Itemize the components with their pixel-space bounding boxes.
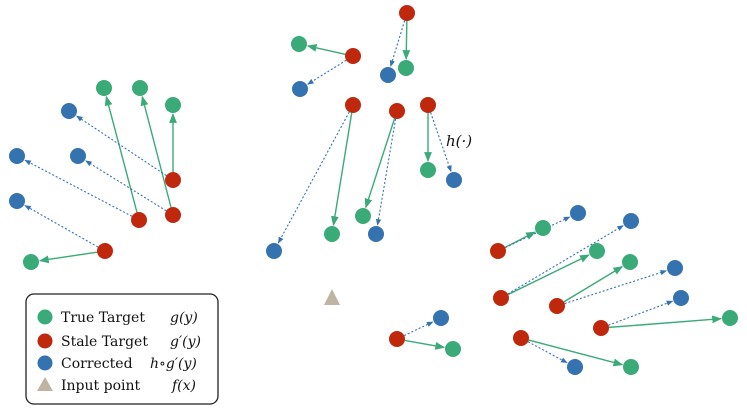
true-target-node bbox=[291, 36, 307, 52]
corrected-node bbox=[70, 148, 86, 164]
true-target-arrow bbox=[507, 254, 590, 296]
legend-corrected-marker bbox=[37, 355, 53, 371]
true-target-arrow bbox=[563, 266, 624, 303]
correction-arrow bbox=[527, 341, 568, 364]
true-target-arrow bbox=[402, 20, 411, 60]
stale-target-node bbox=[165, 172, 181, 188]
corrected-node bbox=[292, 81, 308, 97]
true-target-arrow bbox=[364, 118, 396, 209]
correction-arrow bbox=[507, 225, 624, 295]
nodes-layer bbox=[9, 5, 738, 375]
true-target-node bbox=[96, 80, 112, 96]
corrected-node bbox=[9, 148, 25, 164]
corrected-node bbox=[433, 310, 449, 326]
true-target-node bbox=[622, 254, 638, 270]
true-target-arrow bbox=[528, 339, 624, 367]
true-target-arrow bbox=[38, 251, 98, 264]
legend-true-target-label: True Target bbox=[61, 310, 145, 326]
true-target-arrow bbox=[104, 95, 138, 213]
correction-arrow bbox=[75, 115, 167, 177]
true-target-arrow bbox=[608, 315, 723, 329]
correction-arrow bbox=[564, 270, 668, 305]
corrected-node bbox=[61, 103, 77, 119]
true-target-arrow bbox=[330, 112, 353, 227]
legend-true-target-formula: g(y) bbox=[170, 310, 198, 326]
stale-target-node bbox=[513, 330, 529, 346]
true-target-node bbox=[445, 341, 461, 357]
stale-target-node bbox=[490, 243, 506, 259]
true-target-arrow bbox=[140, 95, 172, 208]
legend-stale-target-formula: g′(y) bbox=[170, 334, 201, 350]
legend-stale-target-label: Stale Target bbox=[61, 334, 148, 350]
true-target-arrow bbox=[404, 339, 446, 350]
input-point-marker bbox=[324, 289, 340, 305]
true-target-node bbox=[623, 359, 639, 375]
stale-target-node bbox=[593, 320, 609, 336]
correction-arrow bbox=[403, 321, 434, 337]
correction-arrow bbox=[307, 59, 347, 85]
true-target-node bbox=[23, 254, 39, 270]
corrected-node bbox=[266, 243, 282, 259]
edges-layer bbox=[24, 20, 723, 367]
true-target-node bbox=[165, 97, 181, 113]
true-target-node bbox=[324, 226, 340, 242]
correction-arrow bbox=[277, 111, 350, 244]
true-target-node bbox=[535, 220, 551, 236]
true-target-node bbox=[398, 60, 414, 76]
corrected-node bbox=[673, 290, 689, 306]
corrected-node bbox=[567, 359, 583, 375]
corrected-node bbox=[368, 226, 384, 242]
stale-target-node bbox=[165, 207, 181, 223]
legend-corrected-label: Corrected bbox=[61, 356, 133, 372]
h-function-label: h(·) bbox=[446, 132, 472, 150]
corrected-node bbox=[570, 205, 586, 221]
correction-arrow bbox=[608, 300, 674, 326]
true-target-node bbox=[589, 243, 605, 259]
legend-input-point-label: Input point bbox=[61, 378, 140, 394]
legend-true-target-marker bbox=[37, 309, 53, 325]
stale-target-node bbox=[389, 331, 405, 347]
correction-arrow bbox=[375, 118, 397, 226]
stale-target-node bbox=[345, 97, 361, 113]
corrected-node bbox=[667, 260, 683, 276]
true-target-node bbox=[355, 208, 371, 224]
correction-arrow bbox=[24, 204, 99, 248]
stale-target-node bbox=[549, 298, 565, 314]
stale-target-node bbox=[389, 103, 405, 119]
stale-target-node bbox=[131, 212, 147, 228]
true-target-node bbox=[132, 80, 148, 96]
stale-target-node bbox=[97, 243, 113, 259]
legend: True Target g(y) Stale Target g′(y) Corr… bbox=[25, 293, 219, 405]
true-target-arrow bbox=[306, 44, 346, 55]
legend-stale-target-marker bbox=[37, 333, 53, 349]
corrected-node bbox=[9, 193, 25, 209]
legend-corrected-formula: h∘g′(y) bbox=[150, 356, 197, 372]
corrected-node bbox=[446, 172, 462, 188]
legend-input-point-formula: f(x) bbox=[171, 378, 196, 394]
stale-target-node bbox=[420, 97, 436, 113]
legend-box bbox=[25, 293, 219, 405]
stale-target-node bbox=[493, 290, 509, 306]
correction-arrow bbox=[24, 159, 133, 217]
true-target-node bbox=[420, 162, 436, 178]
stale-target-node bbox=[345, 48, 361, 64]
true-target-node bbox=[722, 310, 738, 326]
corrected-node bbox=[380, 67, 396, 83]
corrected-node bbox=[623, 213, 639, 229]
correction-arrow bbox=[389, 20, 406, 68]
legend-input-point-marker bbox=[37, 377, 53, 391]
stale-target-node bbox=[399, 5, 415, 21]
